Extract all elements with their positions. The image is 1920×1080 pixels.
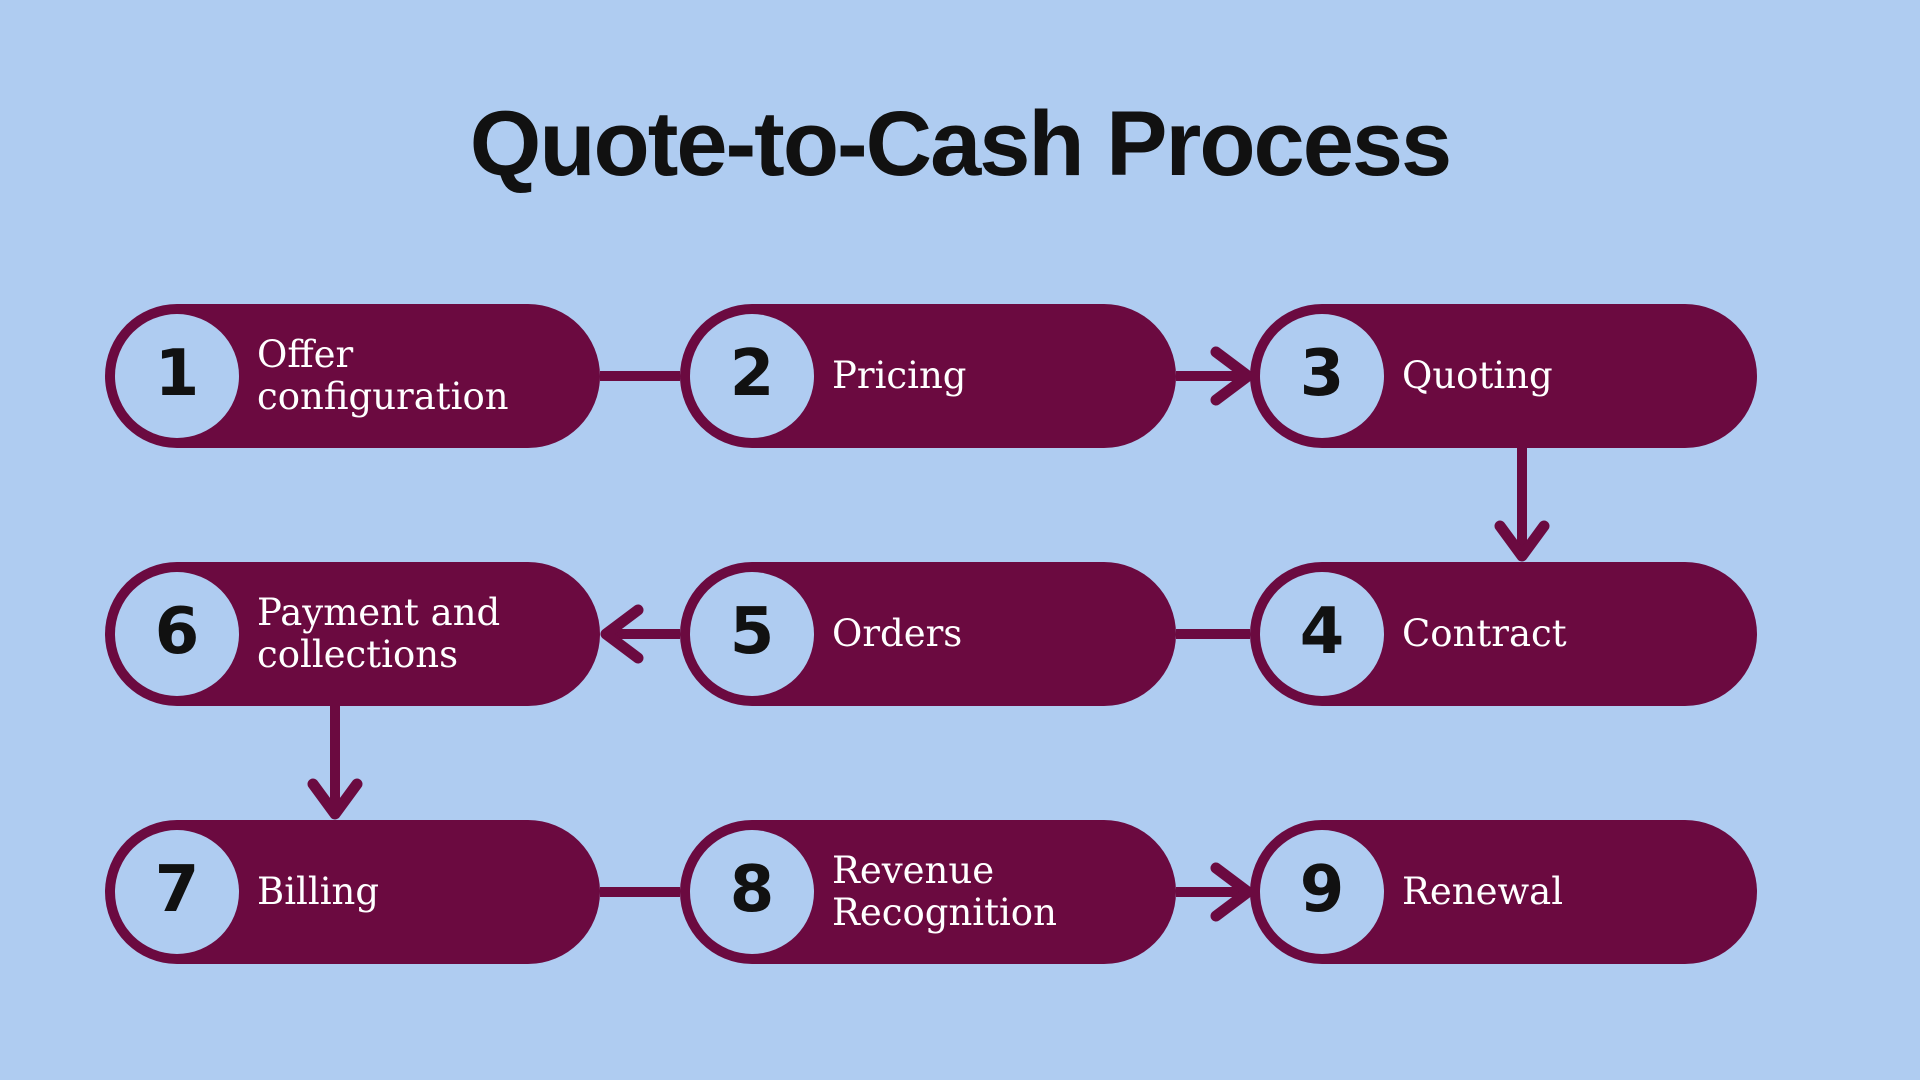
step-pill-3: 3 Quoting bbox=[1250, 304, 1757, 448]
arrow-6-to-7 bbox=[305, 706, 365, 820]
step-number: 1 bbox=[154, 337, 200, 411]
step-number: 2 bbox=[729, 337, 775, 411]
page-title: Quote-to-Cash Process bbox=[469, 93, 1452, 195]
arrow-down-icon bbox=[1494, 448, 1550, 562]
step-number-badge: 3 bbox=[1260, 314, 1384, 438]
step-number: 5 bbox=[729, 595, 775, 669]
step-pill-9: 9 Renewal bbox=[1250, 820, 1757, 964]
step-number: 7 bbox=[154, 853, 200, 927]
step-label: Orders bbox=[832, 612, 963, 656]
step-number-badge: 9 bbox=[1260, 830, 1384, 954]
step-pill-1: 1 Offer configuration bbox=[105, 304, 600, 448]
step-number: 9 bbox=[1299, 853, 1345, 927]
step-number: 6 bbox=[154, 595, 200, 669]
step-number-badge: 2 bbox=[690, 314, 814, 438]
arrow-3-to-4 bbox=[1492, 448, 1552, 562]
arrow-5-to-6 bbox=[600, 604, 680, 664]
step-number-badge: 7 bbox=[115, 830, 239, 954]
step-number-badge: 5 bbox=[690, 572, 814, 696]
step-label: Pricing bbox=[832, 354, 967, 398]
step-label: Payment and collections bbox=[257, 591, 501, 676]
step-label: Revenue Recognition bbox=[832, 849, 1057, 934]
step-pill-8: 8 Revenue Recognition bbox=[680, 820, 1176, 964]
step-label: Quoting bbox=[1402, 354, 1553, 398]
connector-1-to-2 bbox=[600, 371, 680, 381]
step-number-badge: 6 bbox=[115, 572, 239, 696]
step-number: 8 bbox=[729, 853, 775, 927]
step-number: 4 bbox=[1299, 595, 1345, 669]
step-pill-6: 6 Payment and collections bbox=[105, 562, 600, 706]
arrow-2-to-3 bbox=[1176, 346, 1252, 406]
step-label: Contract bbox=[1402, 612, 1567, 656]
arrow-left-icon bbox=[600, 604, 680, 664]
step-pill-7: 7 Billing bbox=[105, 820, 600, 964]
arrow-right-icon bbox=[1176, 346, 1252, 406]
step-number: 3 bbox=[1299, 337, 1345, 411]
step-label: Renewal bbox=[1402, 870, 1564, 914]
arrow-right-icon bbox=[1176, 862, 1252, 922]
step-pill-5: 5 Orders bbox=[680, 562, 1176, 706]
step-number-badge: 1 bbox=[115, 314, 239, 438]
step-pill-4: 4 Contract bbox=[1250, 562, 1757, 706]
step-pill-2: 2 Pricing bbox=[680, 304, 1176, 448]
connector-7-to-8 bbox=[600, 887, 680, 897]
step-number-badge: 8 bbox=[690, 830, 814, 954]
arrow-down-icon bbox=[307, 706, 363, 820]
connector-4-to-5 bbox=[1176, 629, 1250, 639]
step-number-badge: 4 bbox=[1260, 572, 1384, 696]
step-label: Billing bbox=[257, 870, 380, 914]
arrow-8-to-9 bbox=[1176, 862, 1252, 922]
step-label: Offer configuration bbox=[257, 333, 509, 418]
